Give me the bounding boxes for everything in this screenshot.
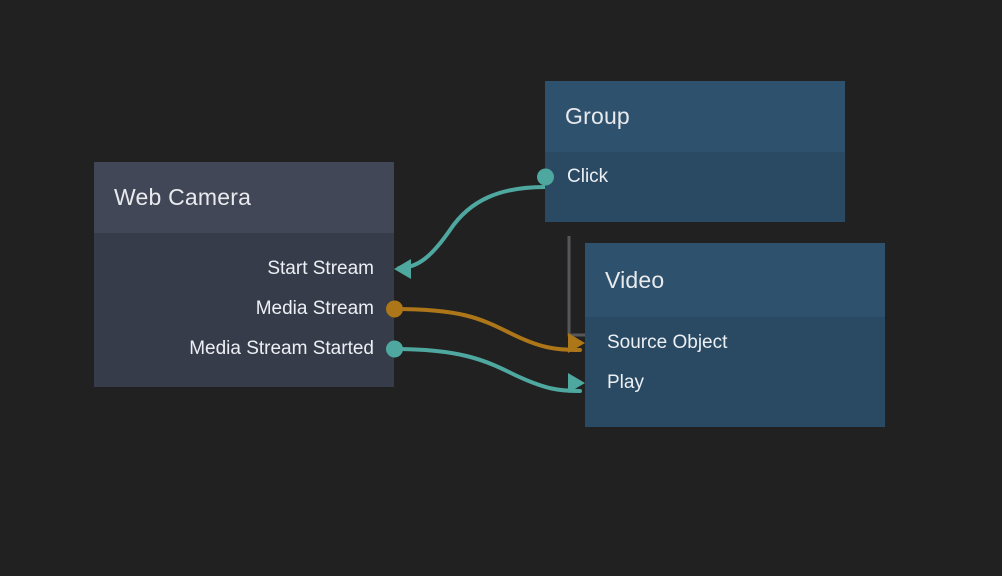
node-video-header[interactable]: Video (585, 243, 885, 317)
port-source-object[interactable]: Source Object (568, 323, 885, 363)
node-web-camera[interactable]: Web Camera Start Stream Media Stream Med… (94, 162, 411, 387)
port-media-stream-started-label: Media Stream Started (189, 338, 374, 359)
port-click-label: Click (567, 166, 609, 187)
port-start-stream-arrow-icon[interactable] (394, 259, 411, 279)
port-media-stream-started-dot-icon[interactable] (385, 340, 403, 358)
node-video-body: Source Object Play (568, 317, 885, 427)
node-group-body: Click (536, 152, 845, 222)
port-source-object-arrow-icon[interactable] (568, 333, 585, 353)
port-play-label: Play (607, 372, 644, 393)
edge-click-to-start-stream (397, 185, 547, 270)
node-web-camera-title: Web Camera (114, 184, 252, 210)
port-start-stream-label: Start Stream (267, 258, 374, 279)
edge-media-stream-to-source-object (392, 307, 582, 352)
port-start-stream[interactable]: Start Stream (94, 249, 411, 289)
node-web-camera-body: Start Stream Media Stream Media Stream S… (94, 233, 411, 387)
node-web-camera-header[interactable]: Web Camera (94, 162, 394, 233)
node-group-header[interactable]: Group (545, 81, 845, 152)
port-source-object-label: Source Object (607, 332, 728, 353)
node-video-title: Video (605, 266, 665, 293)
port-play[interactable]: Play (568, 363, 885, 403)
port-click-dot-icon[interactable] (536, 168, 554, 186)
port-media-stream-started[interactable]: Media Stream Started (94, 329, 403, 369)
node-group[interactable]: Group Click (536, 81, 845, 222)
port-play-arrow-icon[interactable] (568, 373, 585, 393)
port-click[interactable]: Click (536, 157, 845, 197)
port-media-stream-dot-icon[interactable] (385, 300, 403, 318)
edge-media-stream-started-to-play (392, 347, 582, 393)
node-video[interactable]: Video Source Object Play (568, 243, 885, 427)
port-media-stream-label: Media Stream (255, 298, 374, 319)
port-media-stream[interactable]: Media Stream (94, 289, 403, 329)
node-group-title: Group (565, 103, 630, 129)
